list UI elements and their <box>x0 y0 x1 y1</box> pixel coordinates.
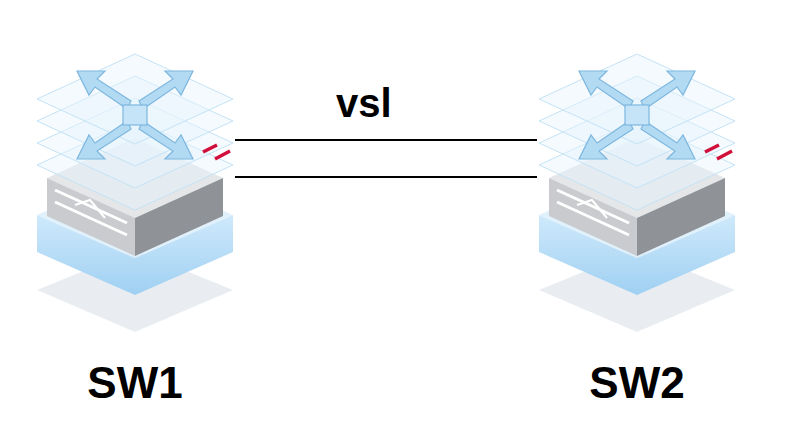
switch-node: SW1 <box>35 40 235 415</box>
switch-node: SW2 <box>537 40 737 415</box>
vsl-link <box>235 139 537 141</box>
vsl-link <box>235 176 537 178</box>
switch-name: SW1 <box>35 358 235 408</box>
switch-icon <box>35 40 235 340</box>
switch-name: SW2 <box>537 358 737 408</box>
switch-icon <box>537 40 737 340</box>
link-label: vsl <box>336 80 392 126</box>
